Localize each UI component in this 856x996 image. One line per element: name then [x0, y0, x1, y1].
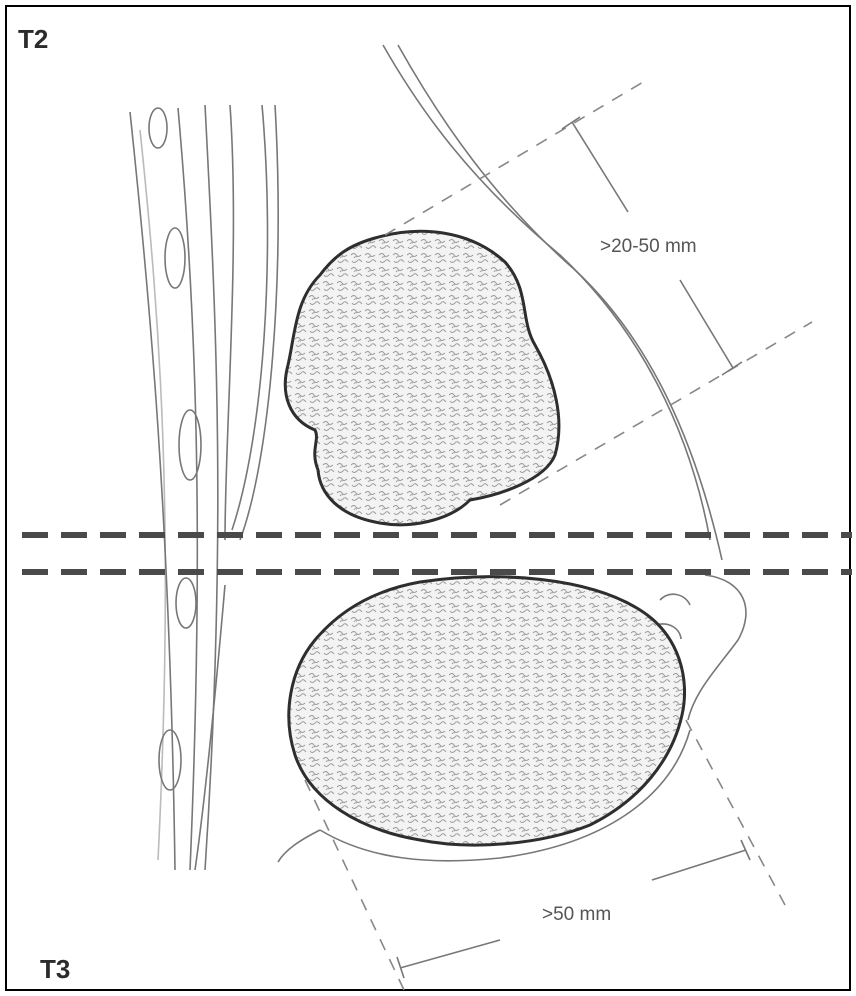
- cell-shape: [149, 108, 167, 148]
- cell-shape: [165, 228, 185, 288]
- tumor-t2: [285, 231, 559, 524]
- cell-shape: [176, 578, 196, 628]
- left-tissue-bands: [130, 105, 278, 870]
- t3-dimension-line-right: [652, 850, 746, 880]
- tumor-t3: [289, 577, 685, 845]
- t3-dimension-line-left: [400, 940, 500, 968]
- t2-upper-guide: [385, 78, 650, 235]
- panel-label-t2: T2: [18, 24, 48, 54]
- t2-dimension-line-upper: [572, 122, 628, 212]
- t3-right-guide: [686, 720, 785, 905]
- cell-shape: [179, 410, 201, 480]
- dimension-label-t2: >20-50 mm: [600, 236, 697, 257]
- t2-dimension-line-lower: [680, 280, 733, 368]
- panel-label-t3: T3: [40, 954, 70, 984]
- dimension-label-t3: >50 mm: [542, 904, 611, 925]
